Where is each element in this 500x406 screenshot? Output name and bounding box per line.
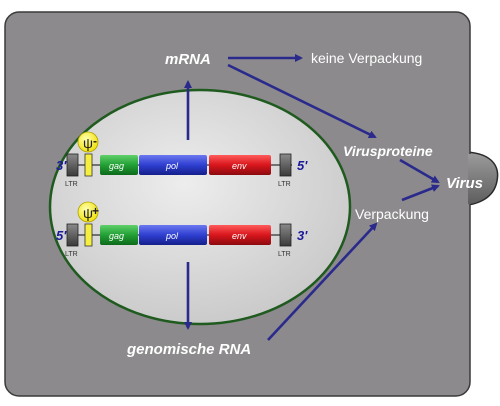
ltr-box-right xyxy=(279,223,292,247)
ltr-label-left: LTR xyxy=(65,181,78,188)
gene-env xyxy=(209,225,271,245)
arrow-verpackung-to-virus xyxy=(401,184,440,202)
strand-end-right: 5' xyxy=(297,158,308,173)
nucleus xyxy=(48,88,352,326)
arrow-to-virusproteine xyxy=(227,63,377,139)
arrows xyxy=(184,54,440,341)
label-keine-verpackung: keine Verpackung xyxy=(311,50,422,66)
ltr-label-right: LTR xyxy=(278,181,291,188)
strand-end-right: 3' xyxy=(297,228,308,243)
gene-pol-label: pol xyxy=(165,161,179,171)
gene-pol xyxy=(139,225,207,245)
psi-box xyxy=(84,223,93,247)
virus-bud-fill xyxy=(468,153,496,204)
label-virusproteine: Virusproteine xyxy=(343,143,433,159)
arrow-virusproteine-to-virus xyxy=(399,158,440,184)
psi-symbol: ψ xyxy=(83,135,93,151)
psi-circle xyxy=(77,131,99,153)
label-verpackung: Verpackung xyxy=(355,206,429,222)
construct-2: 5' LTR ψ + gag pol env LTR 3' xyxy=(56,201,308,258)
ltr-box-right xyxy=(279,153,292,177)
psi-sign: + xyxy=(92,204,99,218)
psi-symbol: ψ xyxy=(83,205,93,221)
psi-sign: - xyxy=(93,134,97,148)
gene-env-label: env xyxy=(232,231,247,241)
ltr-box-left xyxy=(66,223,79,247)
label-virus: Virus xyxy=(446,175,483,192)
gene-gag-label: gag xyxy=(109,161,124,171)
gene-pol xyxy=(139,155,207,175)
gene-env xyxy=(209,155,271,175)
ltr-label-left: LTR xyxy=(65,251,78,258)
gene-env-label: env xyxy=(232,161,247,171)
ltr-label-right: LTR xyxy=(278,251,291,258)
ltr-box-left xyxy=(66,153,79,177)
construct-1: 3' LTR ψ - gag pol env LTR 5' xyxy=(56,131,308,188)
gene-gag xyxy=(100,155,138,175)
strand-end-left: 3' xyxy=(56,158,67,173)
psi-circle xyxy=(77,201,99,223)
psi-box xyxy=(84,153,93,177)
label-genomische-rna: genomische RNA xyxy=(126,341,251,358)
gene-pol-label: pol xyxy=(165,231,179,241)
strand-end-left: 5' xyxy=(56,228,67,243)
arrow-to-verpackung xyxy=(267,222,378,341)
label-mrna: mRNA xyxy=(165,51,211,68)
gene-gag-label: gag xyxy=(109,231,124,241)
gene-gag xyxy=(100,225,138,245)
